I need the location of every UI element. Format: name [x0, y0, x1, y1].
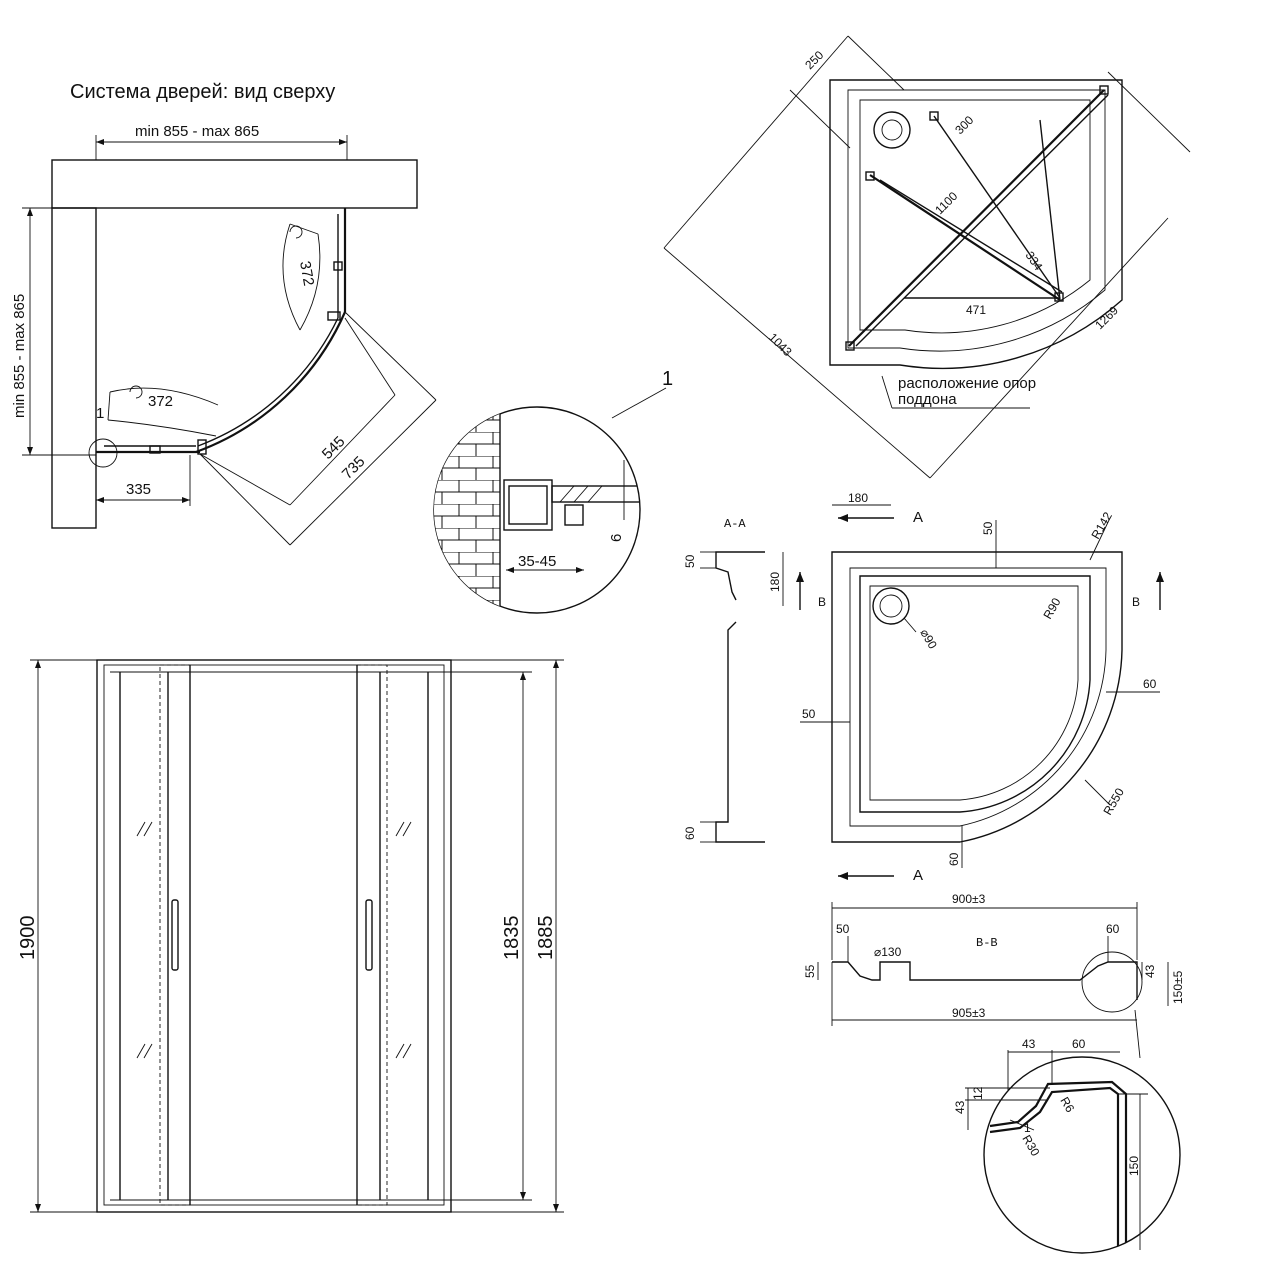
- profile-r6-label: R6: [1057, 1095, 1077, 1116]
- tray-r90-label: R90: [1040, 595, 1063, 621]
- marker-b-right-label: B: [1132, 595, 1140, 609]
- detail-1: 1 35-45 6: [433, 368, 673, 614]
- profile-dim-60-label: 60: [1072, 1037, 1086, 1051]
- support-dim-1043-label: 1043: [766, 330, 795, 359]
- section-aa-title: A-A: [724, 517, 746, 531]
- bb-dim-50-label: 50: [836, 922, 850, 936]
- bb-width-900-label: 900±3: [952, 892, 986, 906]
- section-bb-title: B-B: [976, 936, 998, 950]
- dim-545-label: 545: [319, 433, 349, 463]
- marker-a-bottom-label: A: [913, 867, 923, 884]
- callout-1-label: 1: [96, 405, 104, 422]
- detail-dim-35-45-label: 35-45: [518, 553, 556, 570]
- aa-dim-60-label: 60: [683, 826, 697, 840]
- wall-left: [51, 207, 97, 529]
- bb-dim-60-label: 60: [1106, 922, 1120, 936]
- tray-dim-180-top-label: 180: [848, 491, 868, 505]
- tray-dim-180-side-label: 180: [768, 572, 782, 592]
- section-aa: A-A 50 60: [683, 517, 765, 843]
- arc-lower-label: 372: [148, 393, 173, 410]
- profile-dim-150-label: 150: [1127, 1156, 1141, 1176]
- tray-r550-label: R550: [1100, 785, 1127, 817]
- tray-dim-50-left-label: 50: [802, 707, 816, 721]
- support-dim-300-label: 300: [952, 113, 976, 137]
- support-dim-250-label: 250: [802, 48, 826, 72]
- support-dim-1100-label: 1100: [932, 189, 960, 217]
- arc-upper-label: 372: [296, 260, 317, 288]
- marker-b-left-label: B: [818, 595, 826, 609]
- depth-range-label: min 855 - max 865: [11, 294, 28, 418]
- tray-dim-50-top-label: 50: [981, 521, 995, 535]
- top-view: Система дверей: вид сверху min 855 - max…: [11, 81, 437, 546]
- support-layout: 1100 300 334 471 250 1043 1269 расположе…: [663, 35, 1191, 479]
- width-range-label: min 855 - max 865: [135, 123, 259, 140]
- tray-d90-label: ⌀90: [917, 627, 940, 652]
- detail-dim-6-label: 6: [608, 534, 625, 542]
- height-1835-label: 1835: [501, 916, 523, 961]
- detail-callout-label: 1: [662, 368, 673, 390]
- bb-dim-55-label: 55: [803, 964, 817, 978]
- front-view: 1900 1835 1885: [17, 659, 564, 1213]
- bb-dim-43-label: 43: [1143, 964, 1157, 978]
- tray-r142-label: R142: [1088, 509, 1115, 541]
- support-dim-1269-label: 1269: [1092, 303, 1121, 332]
- aa-dim-50-label: 50: [683, 554, 697, 568]
- height-1885-label: 1885: [535, 916, 557, 961]
- profile-dim-12-label: 12: [971, 1086, 985, 1100]
- section-bb: B-B 900±3 905±3 50 60 ⌀130 55 43 150±5: [803, 892, 1185, 1026]
- tray-dim-60-right-label: 60: [1143, 677, 1157, 691]
- support-note-line2: поддона: [898, 391, 957, 408]
- support-note-line1: расположение опор: [898, 375, 1036, 392]
- tray-plan: A A B B 180 180 50 R142 R90 ⌀90 60 50 R5…: [768, 491, 1164, 884]
- dim-735-label: 735: [339, 453, 369, 483]
- profile-one-label: 1: [1024, 1121, 1031, 1135]
- support-dim-471-label: 471: [966, 303, 986, 317]
- top-view-title: Система дверей: вид сверху: [70, 81, 335, 103]
- bb-dim-150-label: 150±5: [1171, 970, 1185, 1004]
- height-1900-label: 1900: [17, 916, 39, 961]
- bb-width-905-label: 905±3: [952, 1006, 986, 1020]
- marker-a-top-label: A: [913, 509, 923, 526]
- profile-r30-label: R30: [1019, 1133, 1042, 1159]
- tray-dim-60-bottom-label: 60: [947, 852, 961, 866]
- bb-dim-130-label: ⌀130: [874, 945, 902, 959]
- wall-top: [51, 159, 418, 209]
- profile-dim-43v-label: 43: [953, 1100, 967, 1114]
- profile-dim-43-label: 43: [1022, 1037, 1036, 1051]
- dim-335-label: 335: [126, 481, 151, 498]
- profile-detail: 43 60 12 43 R6 1 R30 150: [953, 1009, 1181, 1254]
